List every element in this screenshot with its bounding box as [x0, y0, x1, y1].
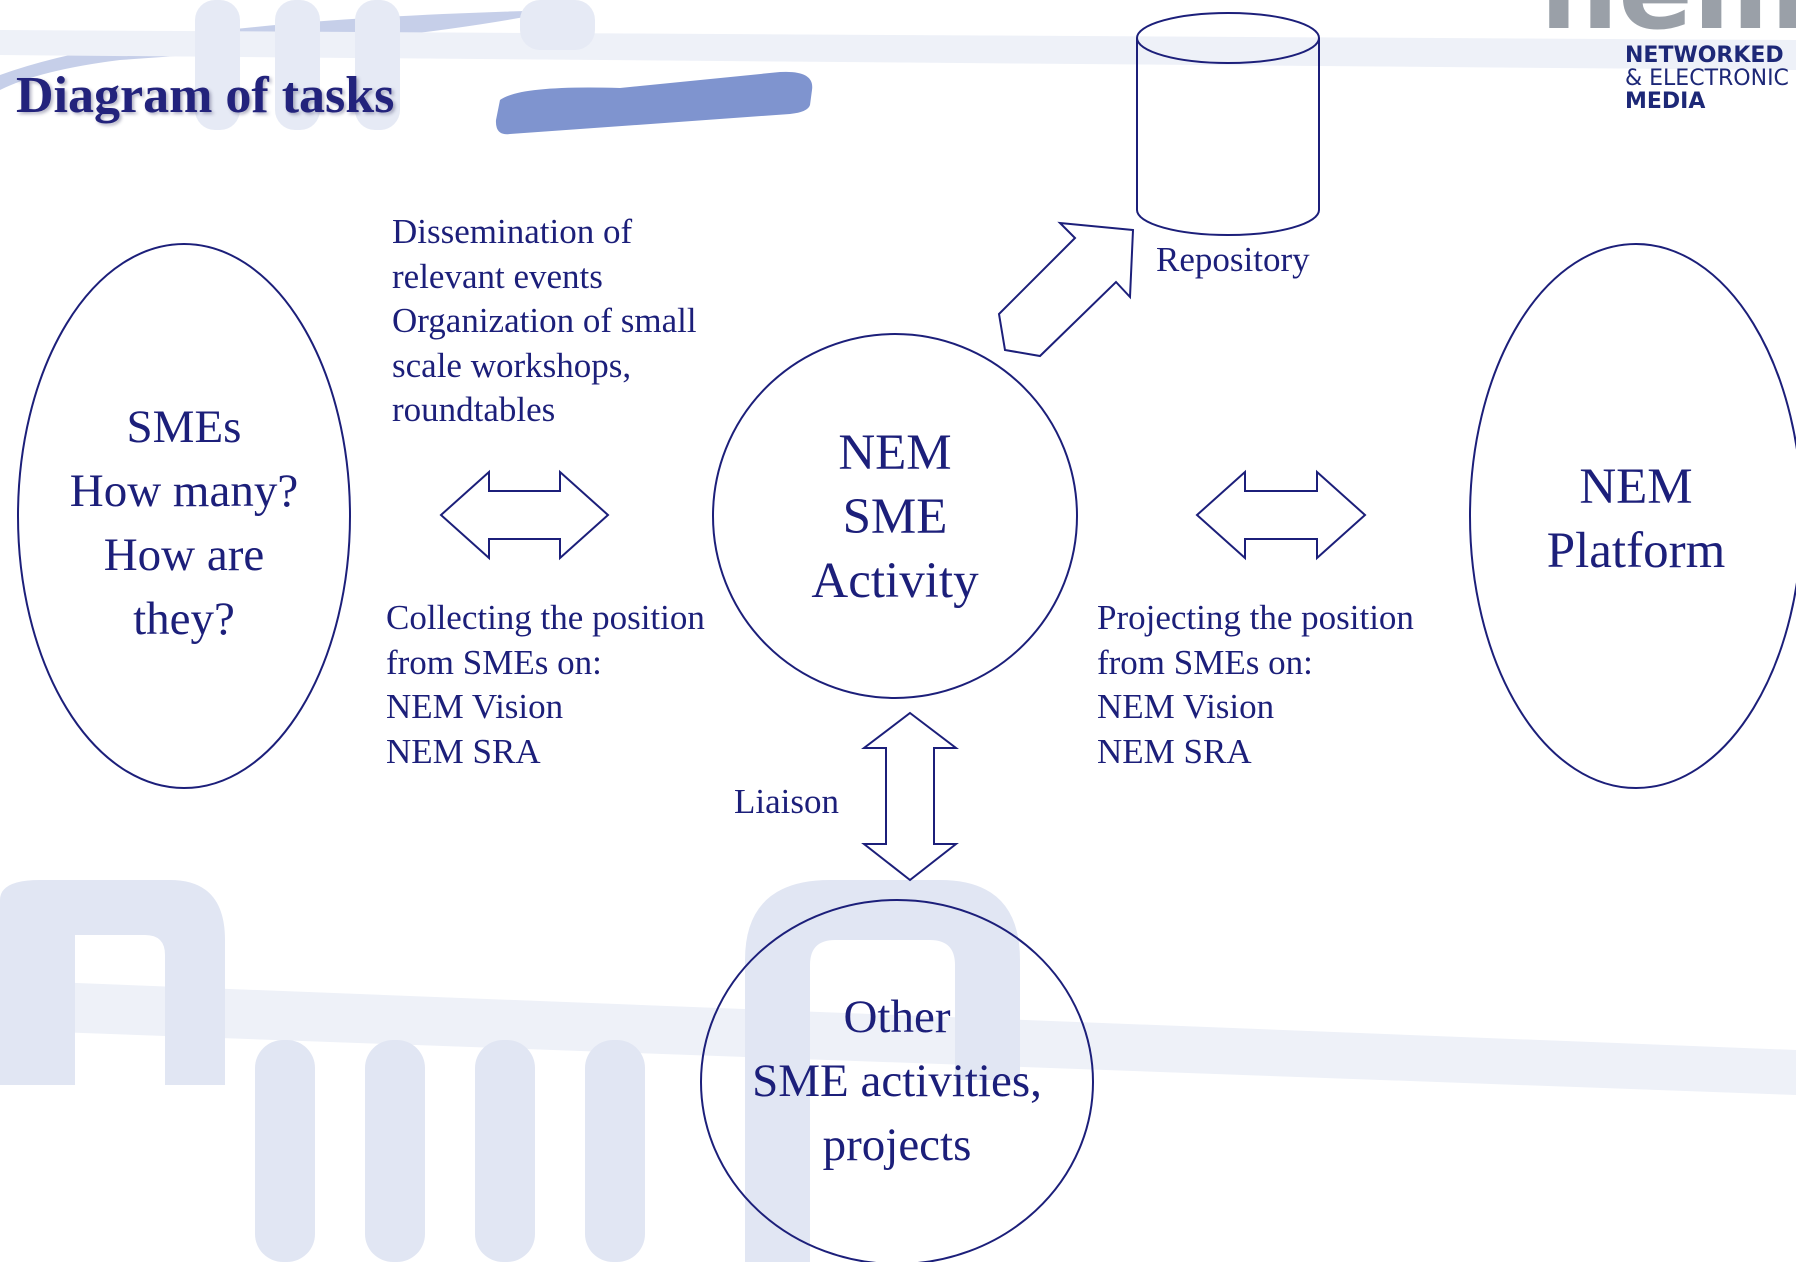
- repository-double-arrow-icon: [997, 221, 1135, 358]
- watermark-band-bottom: [0, 980, 1796, 1095]
- repository-label: Repository: [1156, 240, 1310, 279]
- smes-line-3: How are: [103, 529, 265, 581]
- other-line-2: SME activities,: [752, 1055, 1042, 1107]
- nem-platform-ellipse: [1469, 243, 1796, 789]
- dissemination-label: Dissemination of relevant events Organiz…: [392, 210, 697, 433]
- projecting-line-2: from SMEs on:: [1097, 642, 1313, 682]
- watermark-letters-top: [195, 0, 595, 130]
- collecting-line-1: Collecting the position: [386, 598, 705, 637]
- smes-ellipse: [17, 243, 351, 789]
- nem-sme-activity-label: NEM SME Activity: [811, 421, 978, 613]
- dissemination-line-3: Organization of small: [392, 301, 697, 340]
- other-line-3: projects: [822, 1119, 972, 1171]
- smes-line-1: SMEs: [126, 401, 242, 453]
- nem-sme-activity-circle: [712, 333, 1078, 699]
- projecting-line-1: Projecting the position: [1097, 598, 1414, 637]
- watermark-swoosh-top: [0, 10, 560, 90]
- watermark-band-top: [0, 30, 1796, 70]
- repository-cylinder-icon: [1136, 12, 1320, 236]
- nem-sme-line-2: SME: [842, 489, 948, 545]
- liaison-label: Liaison: [734, 782, 839, 821]
- logo-mark: nem: [1540, 0, 1796, 54]
- collecting-label: Collecting the position from SMEs on: NE…: [386, 596, 705, 774]
- smes-line-2: How many?: [69, 465, 299, 517]
- dissemination-line-4: scale workshops,: [392, 345, 632, 385]
- left-double-arrow-icon: [439, 469, 610, 561]
- smes-line-4: they?: [133, 593, 235, 645]
- smes-label: SMEs How many? How are they?: [70, 395, 298, 651]
- liaison-double-arrow-icon: [861, 711, 959, 882]
- logo-line-2: & ELECTRONIC: [1625, 66, 1789, 91]
- collecting-line-3: NEM Vision: [386, 687, 564, 726]
- page-title: Diagram of tasks: [16, 67, 395, 124]
- other-activities-label: Other SME activities, projects: [752, 985, 1042, 1177]
- projecting-line-4: NEM SRA: [1097, 731, 1252, 771]
- dissemination-line-2: relevant events: [392, 256, 603, 296]
- dissemination-line-5: roundtables: [392, 390, 556, 429]
- logo: NETWORKED & ELECTRONIC MEDIA: [1625, 44, 1789, 113]
- projecting-label: Projecting the position from SMEs on: NE…: [1097, 596, 1414, 774]
- accent-bar: [495, 71, 813, 135]
- nem-platform-line-1: NEM: [1579, 459, 1693, 515]
- nem-platform-label: NEM Platform: [1547, 455, 1725, 583]
- logo-line-1: NETWORKED: [1625, 43, 1784, 68]
- nem-sme-line-1: NEM: [838, 425, 952, 481]
- nem-platform-line-2: Platform: [1546, 523, 1726, 579]
- right-double-arrow-icon: [1195, 469, 1367, 561]
- watermark-letters-bottom: [0, 880, 1020, 1262]
- other-activities-ellipse: [700, 899, 1094, 1262]
- dissemination-line-1: Dissemination of: [392, 212, 633, 251]
- logo-line-3: MEDIA: [1625, 89, 1706, 114]
- collecting-line-2: from SMEs on:: [386, 642, 602, 682]
- projecting-line-3: NEM Vision: [1097, 687, 1275, 726]
- other-line-1: Other: [843, 991, 951, 1043]
- nem-sme-line-3: Activity: [811, 553, 979, 609]
- collecting-line-4: NEM SRA: [386, 731, 541, 771]
